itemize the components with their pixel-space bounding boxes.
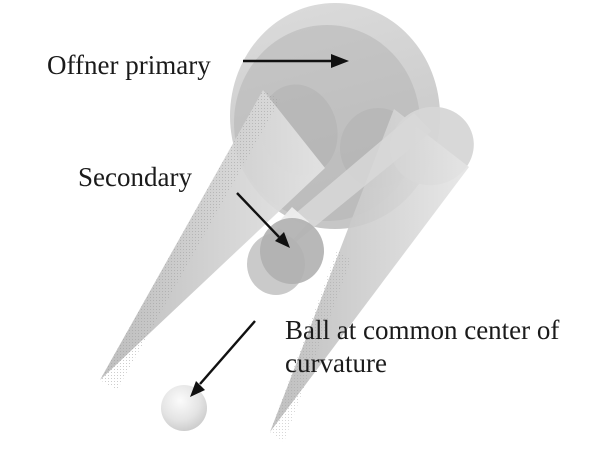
secondary-arrow-icon — [236, 192, 290, 248]
right-cone-stipple — [270, 250, 351, 442]
secondary-label: Secondary — [78, 162, 192, 192]
ball-arrow-icon — [190, 320, 256, 397]
ball-label-line2: curvature — [285, 348, 387, 378]
offner-primary-label: Offner primary — [47, 50, 211, 80]
right-beam-cone — [270, 109, 469, 432]
ball-arrow-line — [199, 320, 256, 385]
ball-arrowhead — [190, 381, 205, 397]
alignment-ball — [161, 385, 207, 431]
left-cone-stipple — [100, 90, 280, 390]
secondary-arrow-line — [236, 192, 280, 238]
offner-primary-arrow-icon — [243, 54, 349, 68]
secondary-arrowhead — [275, 232, 290, 248]
ball-label-line1: Ball at common center of — [285, 315, 559, 345]
offner-primary-arrowhead — [331, 54, 349, 68]
